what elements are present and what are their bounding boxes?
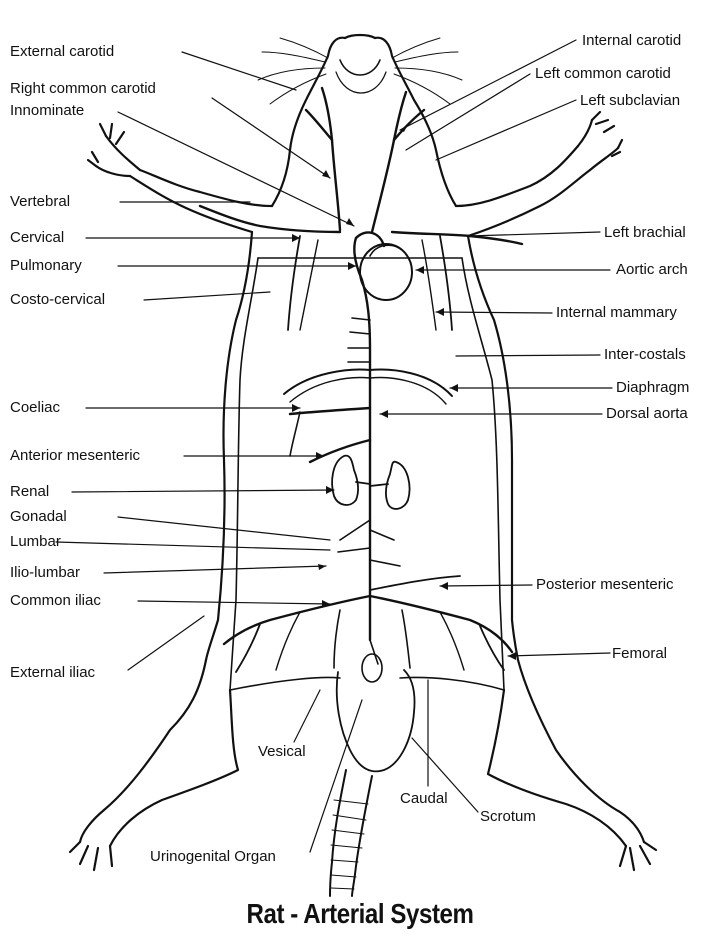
label-vertebral: Vertebral: [10, 193, 71, 210]
label-dorsal-aorta: Dorsal aorta: [606, 405, 688, 422]
label-cervical: Cervical: [10, 229, 65, 246]
arrowheads: [292, 124, 516, 660]
label-external-iliac: External iliac: [10, 664, 96, 681]
label-external-carotid: External carotid: [10, 43, 115, 60]
label-posterior-mesenteric: Posterior mesenteric: [536, 576, 674, 593]
label-caudal: Caudal: [400, 790, 448, 807]
label-gonadal: Gonadal: [10, 508, 67, 525]
label-costo-cervical: Costo-cervical: [10, 291, 106, 308]
label-inter-costals: Inter-costals: [604, 346, 686, 363]
body-outline: [68, 33, 658, 897]
label-femoral: Femoral: [612, 645, 668, 662]
label-vesical: Vesical: [258, 743, 306, 760]
leader-lines: [55, 39, 613, 853]
label-right-common-carotid: Right common carotid: [10, 80, 156, 97]
label-ilio-lumbar: Ilio-lumbar: [10, 564, 81, 581]
label-anterior-mesenteric: Anterior mesenteric: [10, 447, 141, 464]
label-innominate: Innominate: [10, 102, 85, 119]
label-left-brachial: Left brachial: [604, 224, 686, 241]
label-renal: Renal: [10, 483, 50, 500]
label-pulmonary: Pulmonary: [10, 257, 82, 274]
label-scrotum: Scrotum: [480, 808, 536, 825]
label-urinogenital-organ: Urinogenital Organ: [150, 848, 276, 865]
label-diaphragm: Diaphragm: [616, 379, 690, 396]
label-left-common-carotid: Left common carotid: [535, 65, 671, 82]
label-internal-mammary: Internal mammary: [556, 304, 677, 321]
label-lumbar: Lumbar: [10, 533, 61, 550]
arteries: [198, 86, 524, 673]
figure-caption: Rat - Arterial System: [246, 898, 474, 929]
label-coeliac: Coeliac: [10, 399, 61, 416]
label-internal-carotid: Internal carotid: [582, 32, 682, 49]
label-left-subclavian: Left subclavian: [580, 92, 681, 109]
whiskers: [257, 37, 463, 105]
label-aortic-arch: Aortic arch: [616, 261, 688, 278]
label-common-iliac: Common iliac: [10, 592, 101, 609]
